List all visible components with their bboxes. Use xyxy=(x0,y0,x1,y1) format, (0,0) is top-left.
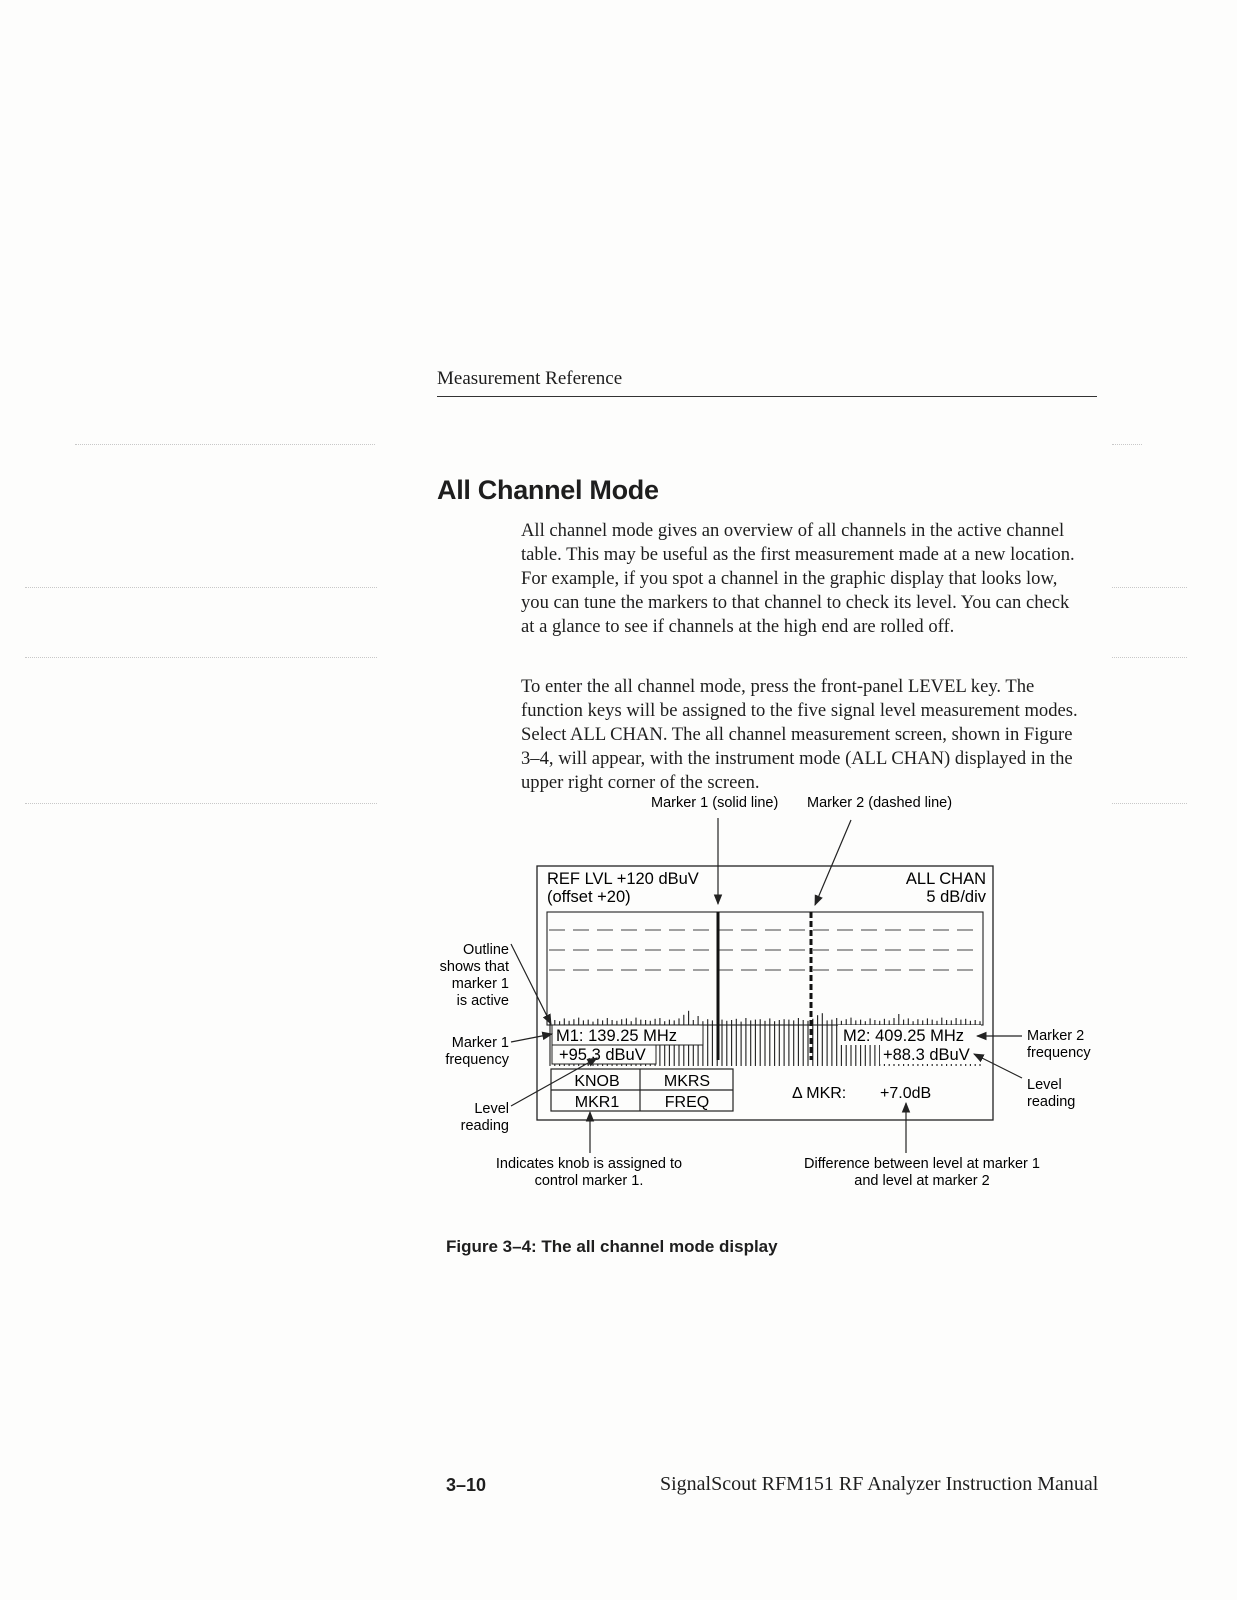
ref-level: REF LVL +120 dBuV xyxy=(547,870,699,888)
right-callouts: Marker 2 frequency Level reading xyxy=(973,1028,1091,1110)
m1-level-box xyxy=(551,1044,657,1065)
screen-frame xyxy=(536,865,994,1121)
margin-mark xyxy=(75,444,375,445)
figure-caption: Figure 3–4: The all channel mode display xyxy=(446,1237,778,1256)
softkey-knob[interactable]: KNOB xyxy=(574,1073,619,1090)
softkey-freq[interactable]: FREQ xyxy=(665,1094,709,1111)
footer-title: SignalScout RFM151 RF Analyzer Instructi… xyxy=(660,1473,1099,1495)
marker2-pointer xyxy=(814,819,852,906)
m1-frequency: M1: 139.25 MHz xyxy=(556,1027,677,1045)
svg-text:reading: reading xyxy=(1027,1094,1075,1110)
margin-mark xyxy=(1112,444,1142,445)
svg-text:Marker 2: Marker 2 xyxy=(1027,1028,1084,1044)
plot-area xyxy=(546,911,984,1026)
m2-freq-bg xyxy=(838,1025,981,1045)
svg-text:reading: reading xyxy=(461,1118,509,1134)
offset: (offset +20) xyxy=(547,888,631,906)
graticule xyxy=(549,929,981,971)
header-rule xyxy=(437,396,1097,397)
margin-mark xyxy=(1112,587,1187,588)
callout-marker2-line: Marker 2 (dashed line) xyxy=(807,795,952,811)
delta-note-line2: and level at marker 2 xyxy=(854,1173,989,1189)
running-header: Measurement Reference xyxy=(437,368,623,389)
softkey-mkrs[interactable]: MKRS xyxy=(664,1073,710,1090)
softkey-mkr1[interactable]: MKR1 xyxy=(575,1094,620,1111)
svg-text:is active: is active xyxy=(457,993,509,1009)
mode-label: ALL CHAN xyxy=(906,870,986,888)
left-callouts: Outline shows that marker 1 is active Ma… xyxy=(440,942,598,1134)
svg-text:marker 1: marker 1 xyxy=(452,976,509,992)
svg-text:frequency: frequency xyxy=(445,1052,509,1068)
page-number: 3–10 xyxy=(446,1475,487,1495)
svg-text:Level: Level xyxy=(474,1101,509,1117)
m2-frequency: M2: 409.25 MHz xyxy=(843,1027,964,1045)
margin-mark xyxy=(1112,803,1187,804)
softkey-table: KNOB MKRS MKR1 FREQ xyxy=(550,1068,734,1112)
delta-label: Δ MKR: xyxy=(792,1085,846,1102)
svg-text:shows that: shows that xyxy=(440,959,509,975)
m2-level: +88.3 dBuV xyxy=(883,1046,970,1064)
svg-text:frequency: frequency xyxy=(1027,1045,1091,1061)
paragraph-instructions: To enter the all channel mode, press the… xyxy=(521,676,1078,793)
svg-text:Level: Level xyxy=(1027,1077,1062,1093)
m2-level-bg xyxy=(880,1045,981,1064)
svg-text:Outline: Outline xyxy=(463,942,509,958)
svg-text:Marker 1: Marker 1 xyxy=(452,1035,509,1051)
paragraph-intro: All channel mode gives an overview of al… xyxy=(521,520,1075,637)
callout-marker1-line: Marker 1 (solid line) xyxy=(651,795,778,811)
margin-mark xyxy=(25,657,377,658)
knob-note-line2: control marker 1. xyxy=(535,1173,644,1189)
section-title: All Channel Mode xyxy=(437,475,659,505)
delta-note-line1: Difference between level at marker 1 xyxy=(804,1156,1040,1172)
margin-mark xyxy=(25,587,377,588)
scale-label: 5 dB/div xyxy=(926,888,986,906)
delta-value: +7.0dB xyxy=(880,1085,931,1102)
m1-level: +95.3 dBuV xyxy=(559,1046,646,1064)
margin-mark xyxy=(1112,657,1187,658)
margin-mark xyxy=(25,803,377,804)
knob-note-line1: Indicates knob is assigned to xyxy=(496,1156,682,1172)
